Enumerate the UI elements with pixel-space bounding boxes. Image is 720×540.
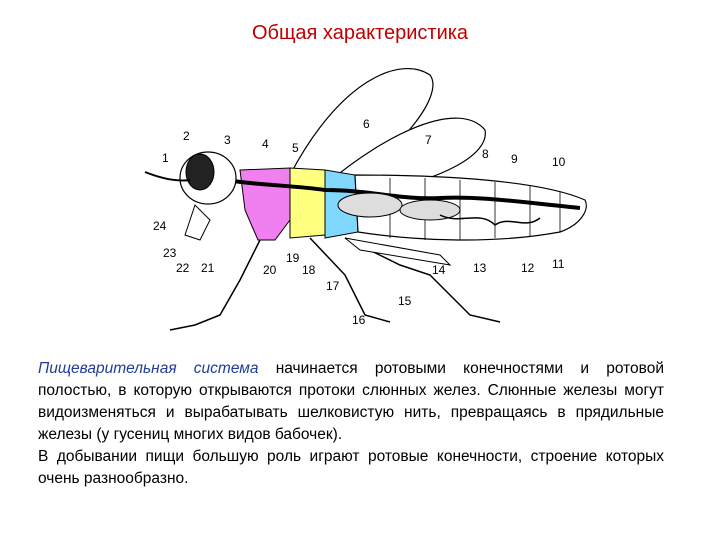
callout-21: 21: [201, 261, 215, 275]
term-digestive-system: Пищеварительная система: [38, 360, 259, 377]
callout-11: 11: [552, 257, 565, 271]
callout-17: 17: [326, 279, 340, 293]
mouthparts: [185, 205, 210, 240]
midgut: [400, 200, 460, 220]
fore-leg: [170, 240, 260, 330]
callout-1: 1: [162, 151, 169, 165]
callout-24: 24: [153, 219, 167, 233]
callout-13: 13: [473, 261, 487, 275]
callout-3: 3: [224, 133, 231, 147]
callout-14: 14: [432, 263, 446, 277]
hind-femur: [345, 238, 450, 265]
paragraph-1: Пищеварительная система начинается ротов…: [38, 358, 664, 446]
callout-7: 7: [425, 133, 432, 147]
insect-anatomy-figure: 1 2 3 4 5 6 7 8 9 10 11 12 13 14 15 16 1…: [140, 60, 610, 345]
callout-9: 9: [511, 152, 518, 166]
callout-5: 5: [292, 141, 299, 155]
crop: [338, 193, 402, 217]
slide-title: Общая характеристика: [0, 22, 720, 45]
callout-4: 4: [262, 137, 269, 151]
callout-2: 2: [183, 129, 190, 143]
callout-12: 12: [521, 261, 535, 275]
callout-20: 20: [263, 263, 277, 277]
segment-pink: [240, 168, 290, 240]
compound-eye: [186, 154, 214, 190]
callout-8: 8: [482, 147, 489, 161]
insect-diagram: 1 2 3 4 5 6 7 8 9 10 11 12 13 14 15 16 1…: [140, 60, 610, 345]
callout-16: 16: [352, 313, 366, 327]
callout-22: 22: [176, 261, 190, 275]
segment-yellow: [290, 168, 325, 238]
callout-23: 23: [163, 246, 177, 260]
callout-19: 19: [286, 251, 300, 265]
body-text: Пищеварительная система начинается ротов…: [38, 358, 664, 490]
callout-10: 10: [552, 155, 566, 169]
callout-18: 18: [302, 263, 316, 277]
callout-15: 15: [398, 294, 412, 308]
callout-6: 6: [363, 117, 370, 131]
paragraph-2: В добывании пищи большую роль играют рот…: [38, 446, 664, 490]
